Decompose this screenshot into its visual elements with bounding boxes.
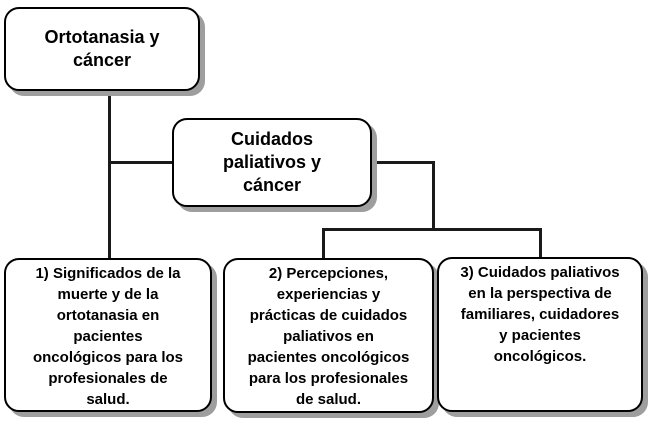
connector-ortotanasia-down <box>108 91 111 258</box>
node-text-line: paliativos y <box>222 152 322 172</box>
node-text-line: experiencias y <box>276 286 381 303</box>
node-text-line: salud. <box>86 391 130 408</box>
node-text-line: muerte y de la <box>57 286 159 303</box>
node-text-line: oncológicos. <box>493 348 587 365</box>
node-text-line: familiares, cuidadores <box>460 306 620 323</box>
node-text-line: de salud. <box>295 391 362 408</box>
connector-branch-horizontal <box>322 228 542 231</box>
connector-to-theme3 <box>539 228 542 257</box>
node-theme-2-percepciones: 2) Percepciones, experiencias y práctica… <box>223 258 434 413</box>
node-text-line: prácticas de cuidados <box>249 307 408 324</box>
connector-to-cuidados-left <box>108 161 174 164</box>
node-text-line: en la perspectiva de <box>468 285 612 302</box>
node-text-line: 3) Cuidados paliativos <box>460 264 620 281</box>
node-theme-3-cuidados-paliativos: 3) Cuidados paliativos en la perspectiva… <box>437 257 643 412</box>
node-text-line: pacientes oncológicos <box>247 349 410 366</box>
connector-right-down <box>432 161 435 231</box>
connector-cuidados-right <box>370 161 435 164</box>
node-text-line: 2) Percepciones, <box>268 265 389 282</box>
node-text-line: cáncer <box>72 50 132 70</box>
node-ortotanasia-y-cancer: Ortotanasia y cáncer <box>4 7 200 91</box>
node-text-line: para los profesionales <box>248 370 409 387</box>
node-text-line: pacientes <box>73 328 143 345</box>
node-text-line: cáncer <box>242 175 302 195</box>
node-text-line: Cuidados <box>230 129 313 149</box>
node-text-line: Ortotanasia y <box>44 27 160 47</box>
node-text-line: y pacientes <box>499 327 581 344</box>
node-text-line: profesionales de <box>48 370 168 387</box>
node-text-line: oncológicos para los <box>32 349 184 366</box>
connector-to-theme2 <box>322 228 325 258</box>
node-text-line: paliativos en <box>283 328 374 345</box>
node-text-line: ortotanasia en <box>56 307 160 324</box>
node-cuidados-paliativos-y-cancer: Cuidados paliativos y cáncer <box>172 118 372 207</box>
node-theme-1-significados: 1) Significados de la muerte y de la ort… <box>4 258 212 412</box>
node-text-line: 1) Significados de la <box>35 265 181 282</box>
